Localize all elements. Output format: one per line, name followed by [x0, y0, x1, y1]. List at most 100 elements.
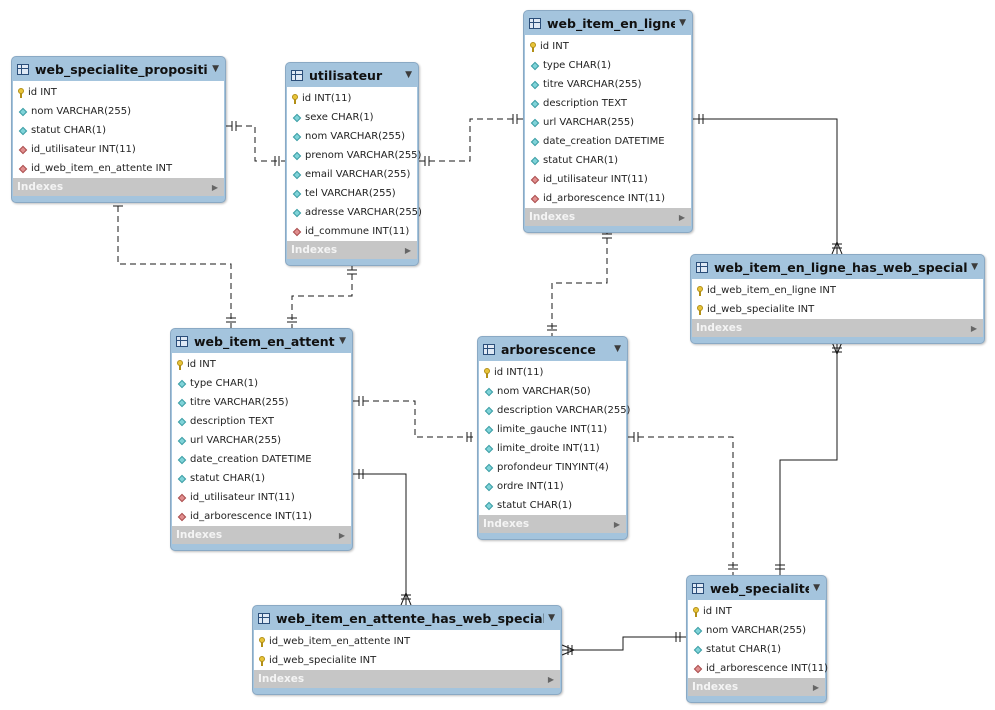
- column-row[interactable]: id_utilisateur INT(11): [13, 140, 224, 159]
- expand-arrow-icon[interactable]: ▶: [338, 530, 345, 540]
- collapse-arrow-icon[interactable]: ▼: [548, 613, 555, 623]
- indexes-section[interactable]: Indexes▶: [254, 670, 560, 688]
- column-row[interactable]: prenom VARCHAR(255): [287, 146, 421, 165]
- expand-arrow-icon[interactable]: ▶: [404, 245, 411, 255]
- relationship-line[interactable]: [628, 436, 734, 575]
- indexes-section[interactable]: Indexes▶: [525, 208, 691, 226]
- column-row[interactable]: sexe CHAR(1): [287, 108, 417, 127]
- relationship-line[interactable]: [562, 636, 686, 651]
- column-row[interactable]: titre VARCHAR(255): [172, 393, 351, 412]
- column-row[interactable]: statut CHAR(1): [479, 496, 626, 515]
- expand-arrow-icon[interactable]: ▶: [547, 674, 554, 684]
- indexes-section[interactable]: Indexes▶: [692, 319, 983, 337]
- column-row[interactable]: id_web_item_en_attente INT: [13, 159, 224, 178]
- column-row[interactable]: id INT: [172, 355, 351, 374]
- collapse-arrow-icon[interactable]: ▼: [405, 70, 412, 80]
- table-header[interactable]: web_item_en_ligne▼: [524, 11, 692, 35]
- column-row[interactable]: email VARCHAR(255): [287, 165, 417, 184]
- column-row[interactable]: id_web_specialite INT: [692, 300, 983, 319]
- column-row[interactable]: id_web_item_en_attente INT: [254, 632, 560, 651]
- column-row[interactable]: url VARCHAR(255): [172, 431, 351, 450]
- column-row[interactable]: statut CHAR(1): [13, 121, 224, 140]
- column-row[interactable]: id_utilisateur INT(11): [172, 488, 351, 507]
- table-header[interactable]: web_item_en_attente▼: [171, 329, 352, 353]
- column-row[interactable]: id_arborescence INT(11): [172, 507, 351, 526]
- column-row[interactable]: date_creation DATETIME: [172, 450, 351, 469]
- relationship-line[interactable]: [419, 118, 523, 162]
- column-row[interactable]: profondeur TINYINT(4): [479, 458, 626, 477]
- expand-arrow-icon[interactable]: ▶: [678, 212, 685, 222]
- table-web-item-en-attente-has-web-specialite[interactable]: web_item_en_attente_has_web_specialite▼i…: [252, 605, 562, 695]
- relationship-line[interactable]: [353, 473, 407, 605]
- column-row[interactable]: date_creation DATETIME: [525, 132, 691, 151]
- collapse-arrow-icon[interactable]: ▼: [971, 262, 978, 272]
- column-row[interactable]: url VARCHAR(255): [525, 113, 691, 132]
- table-arborescence[interactable]: arborescence▼ id INT(11)nom VARCHAR(50)de…: [477, 336, 630, 540]
- collapse-arrow-icon[interactable]: ▼: [212, 64, 219, 74]
- indexes-section[interactable]: Indexes▶: [688, 678, 825, 696]
- column-row[interactable]: nom VARCHAR(50): [479, 382, 626, 401]
- column-row[interactable]: limite_droite INT(11): [479, 439, 626, 458]
- expand-arrow-icon[interactable]: ▶: [812, 682, 819, 692]
- column-row[interactable]: id INT: [13, 83, 224, 102]
- column-row[interactable]: statut CHAR(1): [525, 151, 691, 170]
- column-row[interactable]: type CHAR(1): [525, 56, 691, 75]
- relationship-line[interactable]: [353, 400, 477, 438]
- indexes-section[interactable]: Indexes▶: [13, 178, 224, 196]
- column-row[interactable]: type CHAR(1): [172, 374, 351, 393]
- table-header[interactable]: web_item_en_attente_has_web_specialite▼: [253, 606, 561, 630]
- column-row[interactable]: id_arborescence INT(11): [688, 659, 828, 678]
- relationship-line[interactable]: [291, 264, 353, 328]
- column-row[interactable]: id INT: [688, 602, 825, 621]
- column-row[interactable]: id INT(11): [479, 363, 626, 382]
- relationship-line[interactable]: [551, 228, 608, 336]
- column-row[interactable]: id_commune INT(11): [287, 222, 417, 241]
- collapse-arrow-icon[interactable]: ▼: [813, 583, 820, 593]
- column-row[interactable]: description TEXT: [525, 94, 691, 113]
- indexes-section[interactable]: Indexes▶: [479, 515, 626, 533]
- column-row[interactable]: id_utilisateur INT(11): [525, 170, 691, 189]
- relationship-line[interactable]: [226, 125, 285, 162]
- expand-arrow-icon[interactable]: ▶: [211, 182, 218, 192]
- column-row[interactable]: statut CHAR(1): [688, 640, 825, 659]
- column-row[interactable]: id INT(11): [287, 89, 417, 108]
- column-row[interactable]: nom VARCHAR(255): [287, 127, 417, 146]
- column-row[interactable]: id INT: [525, 37, 691, 56]
- column-row[interactable]: id_web_item_en_ligne INT: [692, 281, 983, 300]
- collapse-arrow-icon[interactable]: ▼: [679, 18, 686, 28]
- expand-arrow-icon[interactable]: ▶: [613, 519, 620, 529]
- column-row[interactable]: id_arborescence INT(11): [525, 189, 691, 208]
- expand-arrow-icon[interactable]: ▶: [970, 323, 977, 333]
- column-row[interactable]: ordre INT(11): [479, 477, 626, 496]
- relationship-line[interactable]: [693, 118, 838, 254]
- column-row[interactable]: nom VARCHAR(255): [688, 621, 825, 640]
- table-header[interactable]: web_specialite_proposition▼: [12, 57, 225, 81]
- relationship-line[interactable]: [779, 342, 838, 575]
- indexes-section[interactable]: Indexes ▶: [287, 241, 417, 259]
- collapse-arrow-icon[interactable]: ▼: [614, 344, 621, 354]
- table-header[interactable]: utilisateur▼: [286, 63, 418, 87]
- table-header[interactable]: web_item_en_ligne_has_web_specialite▼: [691, 255, 984, 279]
- column-row[interactable]: adresse VARCHAR(255): [287, 203, 422, 222]
- table-header[interactable]: web_specialite▼: [687, 576, 826, 600]
- column-row[interactable]: nom VARCHAR(255): [13, 102, 224, 121]
- table-web-item-en-ligne-has-web-specialite[interactable]: web_item_en_ligne_has_web_specialite▼id_…: [690, 254, 985, 344]
- column-row[interactable]: tel VARCHAR(255): [287, 184, 417, 203]
- indexes-label: Indexes: [291, 244, 338, 256]
- column-row[interactable]: description VARCHAR(255): [479, 401, 630, 420]
- column-row[interactable]: statut CHAR(1): [172, 469, 351, 488]
- table-header[interactable]: arborescence▼: [478, 337, 627, 361]
- collapse-arrow-icon[interactable]: ▼: [339, 336, 346, 346]
- column-row[interactable]: description TEXT: [172, 412, 351, 431]
- indexes-section[interactable]: Indexes▶: [172, 526, 351, 544]
- table-utilisateur[interactable]: utilisateur▼ id INT(11)sexe CHAR(1)nom VA…: [285, 62, 422, 266]
- relationship-line[interactable]: [117, 196, 232, 328]
- column-row[interactable]: limite_gauche INT(11): [479, 420, 626, 439]
- column-row[interactable]: titre VARCHAR(255): [525, 75, 691, 94]
- column-row[interactable]: id_web_specialite INT: [254, 651, 560, 670]
